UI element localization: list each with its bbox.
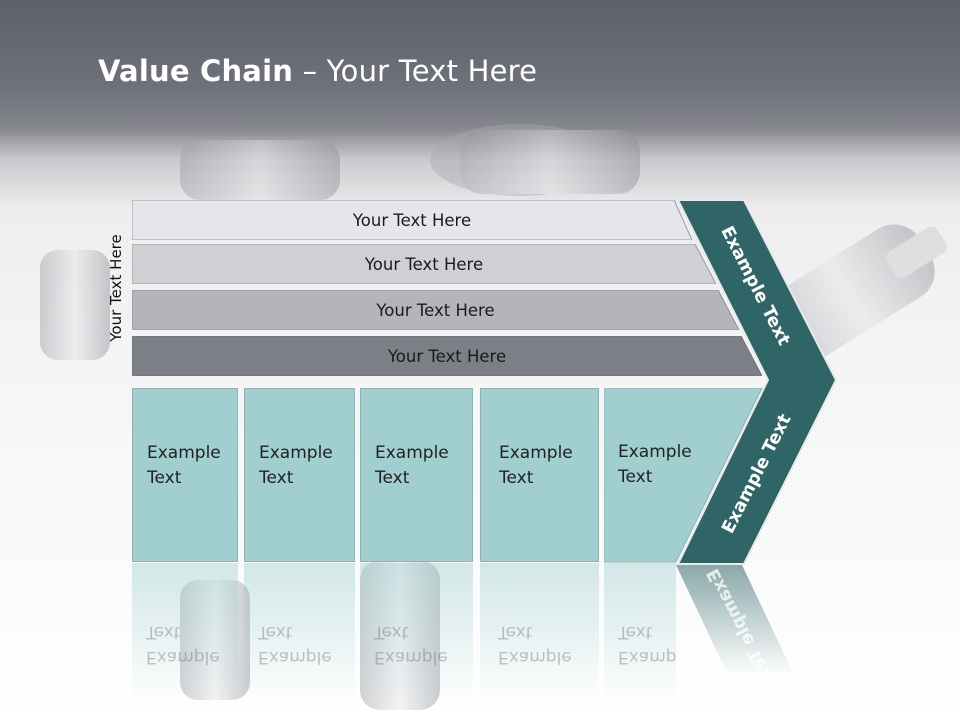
activity-box-4-line2: Text	[499, 468, 534, 488]
activity-box-1-line2: Text	[147, 468, 182, 488]
title-rest: – Your Text Here	[293, 54, 538, 88]
activity-box-5-reflection: Example Text	[604, 563, 676, 703]
page-title: Value Chain – Your Text Here	[98, 54, 537, 88]
chevron-reflection	[676, 565, 794, 675]
activity-box-2: Example Text	[244, 388, 355, 562]
activity-box-3: Example Text	[360, 388, 473, 562]
band-1: Your Text Here	[132, 200, 692, 240]
band-3: Your Text Here	[132, 290, 739, 330]
reflection-5-line1: Example	[618, 647, 676, 667]
activity-box-2-line2: Text	[259, 468, 294, 488]
activity-box-1-reflection: Example Text	[132, 563, 238, 703]
reflection-1-text: Example Text	[146, 619, 236, 669]
band-4-shape	[132, 336, 762, 376]
band-1-label: Your Text Here	[352, 210, 472, 230]
band-4: Your Text Here	[132, 336, 762, 376]
activity-box-1: Example Text	[132, 388, 238, 562]
activity-box-1-line1: Example	[147, 443, 221, 463]
reflection-4-line1: Example	[498, 647, 572, 667]
activity-box-2-reflection: Example Text	[244, 563, 355, 703]
activity-box-2-line1: Example	[259, 443, 333, 463]
reflection-2-line2: Text	[258, 622, 293, 642]
activity-box-4-line1: Example	[499, 443, 573, 463]
reflection-2-line1: Example	[258, 647, 332, 667]
activity-box-5-line2: Text	[618, 467, 653, 487]
band-4-label: Your Text Here	[387, 346, 507, 366]
activity-box-3-reflection: Example Text	[360, 563, 473, 703]
activity-box-3-line2: Text	[375, 468, 410, 488]
reflection-3-line1: Example	[374, 647, 448, 667]
activity-box-4-reflection: Example Text	[480, 563, 599, 703]
activity-box-5-shape	[604, 388, 763, 563]
band-2-label: Your Text Here	[364, 254, 484, 274]
reflection-5-text: Example Text	[618, 619, 676, 669]
reflection-2-text: Example Text	[258, 619, 348, 669]
band-3-shape	[132, 290, 739, 330]
title-bold: Value Chain	[98, 54, 294, 88]
reflection-3-text: Example Text	[374, 619, 464, 669]
reflection-4-line2: Text	[498, 622, 533, 642]
reflection-5-line2: Text	[618, 622, 653, 642]
margin-chevron	[676, 199, 838, 565]
band-3-label: Your Text Here	[376, 300, 495, 320]
reflection-1-line2: Text	[146, 622, 181, 642]
reflection-3-line2: Text	[374, 622, 409, 642]
activity-box-5-line1: Example	[618, 442, 692, 462]
activity-box-4: Example Text	[480, 388, 599, 562]
band-2-shape	[132, 244, 716, 284]
reflection-4-text: Example Text	[498, 619, 588, 669]
reflection-1-line1: Example	[146, 647, 220, 667]
band-2: Your Text Here	[132, 244, 716, 284]
activity-box-5: Example Text	[604, 388, 714, 562]
band-1-shape	[132, 200, 692, 240]
activity-box-3-line1: Example	[375, 443, 449, 463]
